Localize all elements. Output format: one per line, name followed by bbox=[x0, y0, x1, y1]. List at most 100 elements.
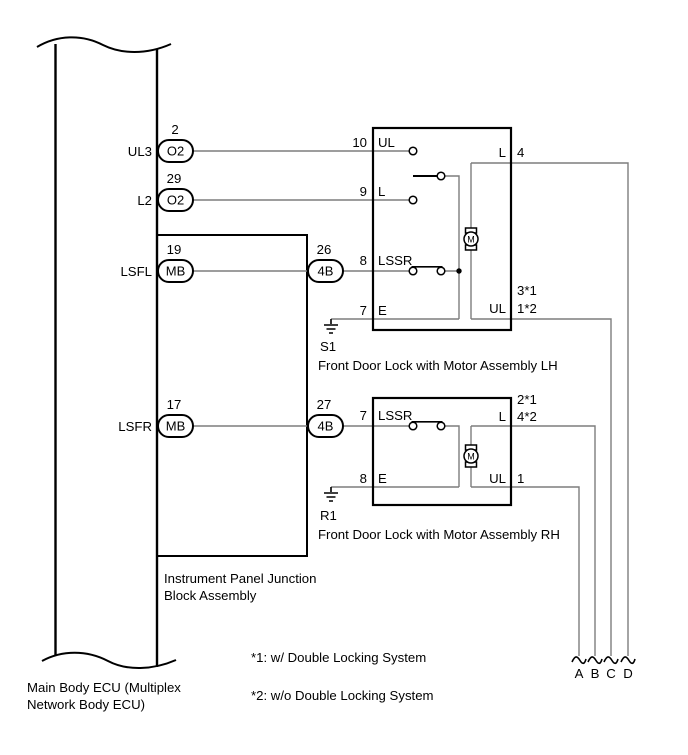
rh-ground-label: R1 bbox=[320, 508, 337, 523]
note-double-locking-1: *1: w/ Double Locking System bbox=[251, 650, 426, 665]
lh-motor-body bbox=[463, 231, 479, 247]
ecu-label-line1: Main Body ECU (Multiplex bbox=[27, 680, 181, 695]
wire-end-a: A bbox=[575, 666, 584, 681]
rh-lock-outline bbox=[371, 396, 513, 507]
connector-4b-26-label: 4B bbox=[318, 264, 334, 279]
junction-block-label-line1: Instrument Panel Junction bbox=[164, 571, 316, 586]
ecu-terminal-lsfl: LSFL bbox=[120, 264, 152, 279]
lh-right-ul-pin1: 3*1 bbox=[517, 283, 537, 298]
lh-motor-letter: M bbox=[467, 234, 475, 244]
rh-pin-7: 7 bbox=[360, 408, 367, 423]
pin-number-26: 26 bbox=[317, 242, 332, 257]
notes: *1: w/ Double Locking System *2: w/o Dou… bbox=[251, 650, 434, 703]
connector-mb-lsfl-label: MB bbox=[166, 264, 186, 279]
rh-right-l-pin1: 2*1 bbox=[517, 392, 537, 407]
rh-motor-icon: M bbox=[463, 444, 479, 468]
lh-junction-dot bbox=[456, 268, 462, 274]
junction-block-label-line2: Block Assembly bbox=[164, 588, 257, 603]
rh-right-l-label: L bbox=[499, 409, 506, 424]
ecu-bottom-break-squiggle bbox=[41, 651, 177, 669]
wire-lh-l-to-d bbox=[471, 162, 629, 656]
rh-lssr-contact-right bbox=[436, 421, 446, 431]
connector-o2-l2 bbox=[157, 188, 194, 212]
lh-motor-icon: M bbox=[463, 227, 479, 251]
lh-contact-ul bbox=[408, 146, 418, 156]
main-body-ecu: Main Body ECU (Multiplex Network Body EC… bbox=[27, 36, 181, 712]
lh-lssr-contact-right bbox=[436, 266, 446, 276]
wire-end-labels: A B C D bbox=[571, 656, 636, 681]
wire-end-squiggle-c bbox=[603, 656, 619, 665]
lh-pin-7-label: E bbox=[378, 303, 387, 318]
rh-lssr-contact-left bbox=[408, 421, 418, 431]
connector-mb-lsfl bbox=[157, 259, 194, 283]
connector-o2-l2-label: O2 bbox=[167, 193, 184, 208]
rh-pin-8: 8 bbox=[360, 471, 367, 486]
lh-right-ul-pin2: 1*2 bbox=[517, 301, 537, 316]
lh-lock-title: Front Door Lock with Motor Assembly LH bbox=[318, 358, 558, 373]
wire-end-squiggle-b bbox=[587, 656, 603, 665]
junction-block: 4B 26 4B 27 Instrument Panel Junction Bl… bbox=[164, 242, 344, 603]
lh-pin-7: 7 bbox=[360, 303, 367, 318]
connector-4b-27-label: 4B bbox=[318, 419, 334, 434]
connector-4b-26 bbox=[307, 259, 344, 283]
rh-right-ul-pin: 1 bbox=[517, 471, 524, 486]
rh-pin-7-label: LSSR bbox=[378, 408, 412, 423]
rh-ground-symbol bbox=[324, 487, 338, 502]
pin-number-29: 29 bbox=[167, 171, 182, 186]
ecu-connectors: O2 2 UL3 O2 29 L2 MB 19 LSFL MB 17 LSFR bbox=[118, 122, 194, 438]
lh-ground-icon bbox=[324, 319, 338, 334]
connector-mb-lsfr-label: MB bbox=[166, 419, 186, 434]
lh-right-ul-label: UL bbox=[489, 301, 506, 316]
rh-lock-title: Front Door Lock with Motor Assembly RH bbox=[318, 527, 560, 542]
rh-ground-icon bbox=[324, 487, 338, 502]
lh-right-l-label: L bbox=[499, 145, 506, 160]
wire-end-c: C bbox=[606, 666, 616, 681]
rh-right-l-pin2: 4*2 bbox=[517, 409, 537, 424]
ecu-top-break-squiggle bbox=[36, 36, 172, 53]
lh-pin-9-label: L bbox=[378, 184, 385, 199]
ecu-terminal-l2: L2 bbox=[137, 193, 152, 208]
wire-rh-l-to-b bbox=[471, 425, 596, 656]
wire-rh-ul-to-a bbox=[471, 486, 580, 656]
wire-end-squiggle-a bbox=[571, 656, 587, 665]
wire-lh-switch-arm-feed bbox=[444, 175, 460, 271]
ecu-terminal-ul3: UL3 bbox=[128, 144, 152, 159]
wire-end-b: B bbox=[591, 666, 600, 681]
rh-right-ul-label: UL bbox=[489, 471, 506, 486]
lh-contact-arm bbox=[436, 171, 446, 181]
wire-lh-ul-to-c bbox=[471, 318, 612, 656]
wire-lh-lssr-to-e bbox=[444, 270, 460, 319]
lh-pin-8: 8 bbox=[360, 253, 367, 268]
pin-number-17: 17 bbox=[167, 397, 182, 412]
rh-door-lock: M 7 LSSR 8 E 2*1 L 4*2 UL 1 R1 Front Doo… bbox=[318, 392, 560, 542]
lh-contact-l bbox=[408, 195, 418, 205]
lh-lock-outline bbox=[371, 126, 513, 332]
connector-mb-lsfr bbox=[157, 414, 194, 438]
pin-number-19: 19 bbox=[167, 242, 182, 257]
rh-motor-body bbox=[463, 448, 479, 464]
ecu-terminal-lsfr: LSFR bbox=[118, 419, 152, 434]
lh-ground-symbol bbox=[324, 319, 338, 334]
pin-number-2: 2 bbox=[171, 122, 178, 137]
lh-right-l-pin: 4 bbox=[517, 145, 524, 160]
pin-number-27: 27 bbox=[317, 397, 332, 412]
ecu-label-line2: Network Body ECU) bbox=[27, 697, 145, 712]
lh-pin-9: 9 bbox=[360, 184, 367, 199]
wire-end-d: D bbox=[623, 666, 633, 681]
connector-4b-27 bbox=[307, 414, 344, 438]
lh-pin-8-label: LSSR bbox=[378, 253, 412, 268]
junction-block-outline bbox=[156, 234, 308, 557]
note-double-locking-2: *2: w/o Double Locking System bbox=[251, 688, 434, 703]
connector-o2-ul3-label: O2 bbox=[167, 144, 184, 159]
rh-pin-8-label: E bbox=[378, 471, 387, 486]
rh-motor-letter: M bbox=[467, 451, 475, 461]
wire-end-squiggle-d bbox=[620, 656, 636, 665]
connector-o2-ul3 bbox=[157, 139, 194, 163]
lh-door-lock: M 10 UL 9 L 8 LSSR 7 E L 4 3*1 UL 1*2 S1… bbox=[318, 126, 558, 373]
lh-pin-10: 10 bbox=[352, 135, 367, 150]
lh-ground-label: S1 bbox=[320, 339, 336, 354]
lh-lssr-contact-left bbox=[408, 266, 418, 276]
wire-rh-lssr-to-e bbox=[444, 425, 460, 487]
